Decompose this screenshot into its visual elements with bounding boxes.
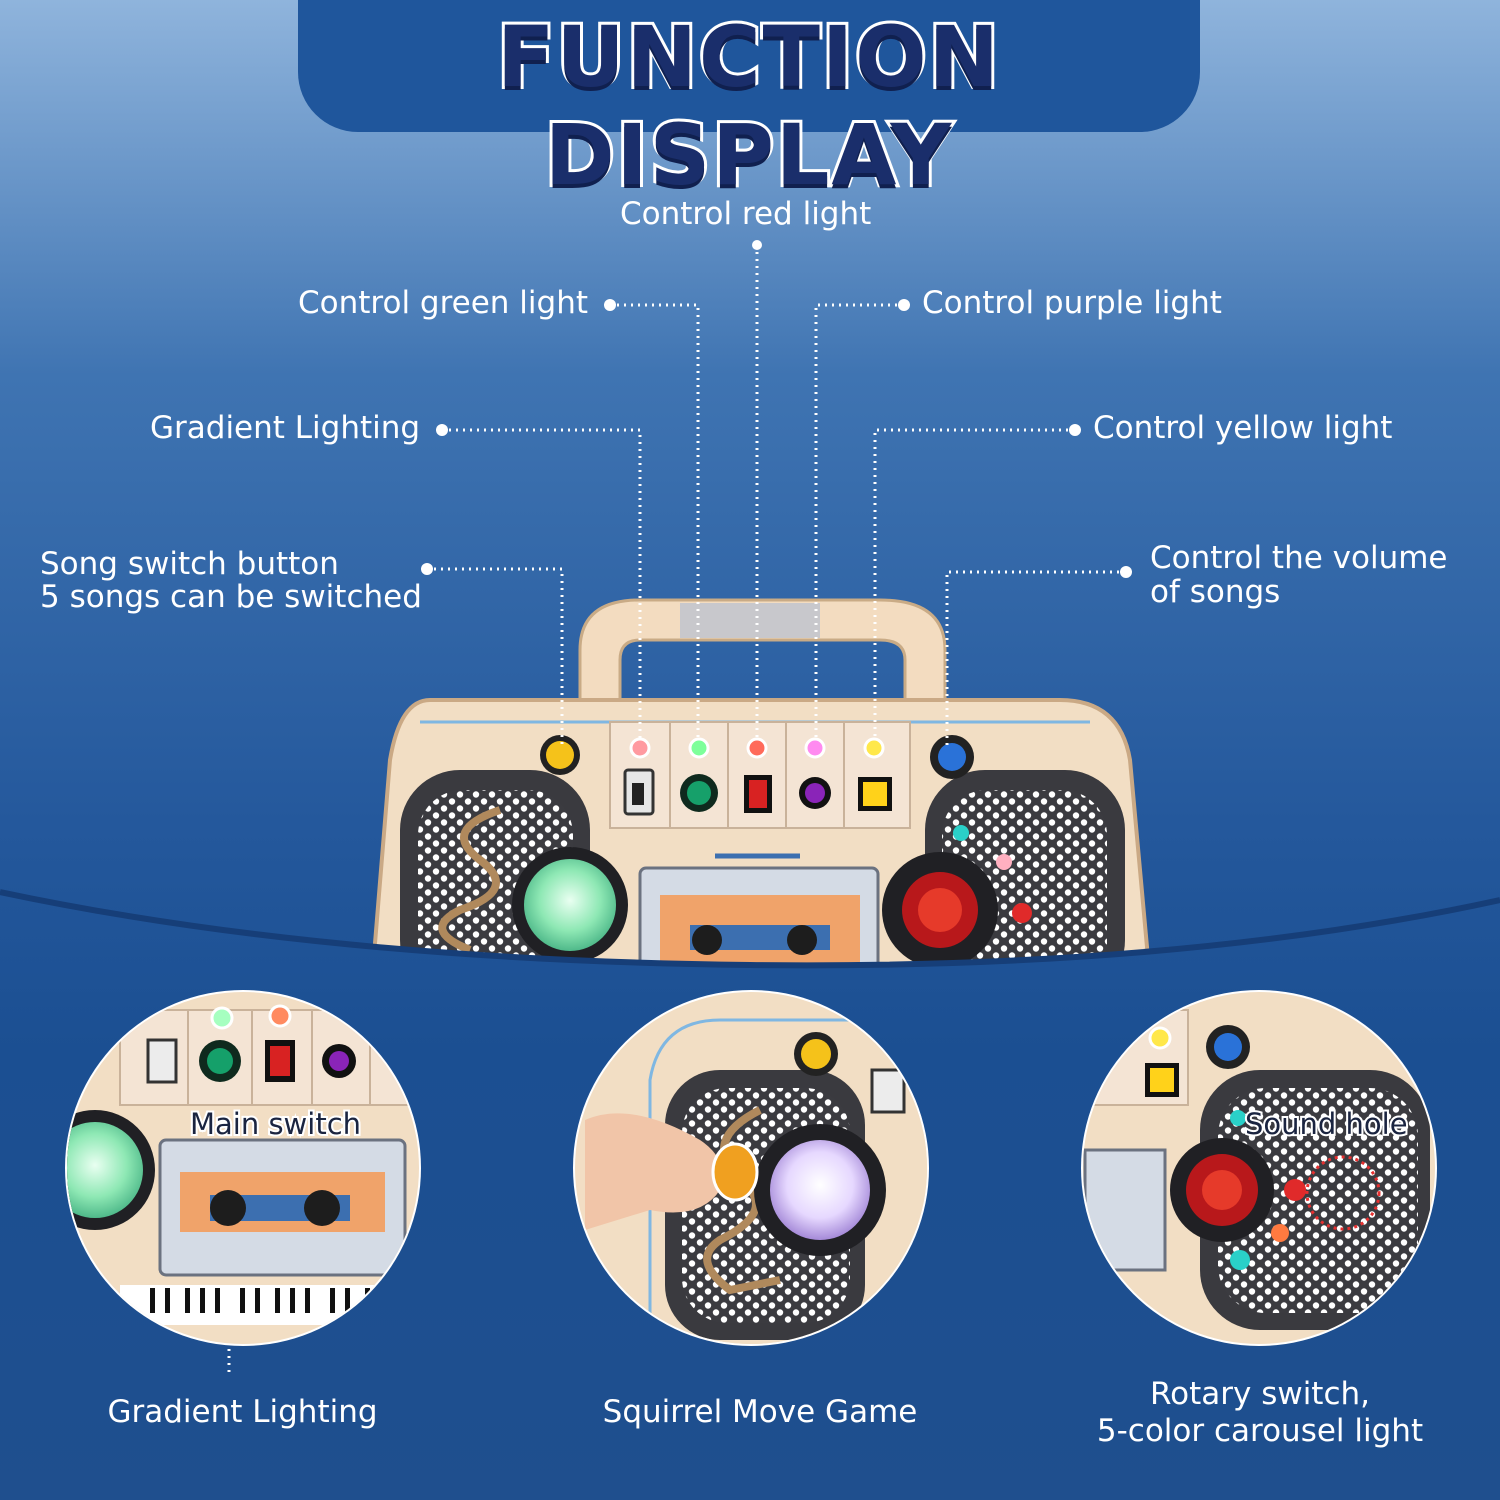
feature-gradient-lighting: Gradient Lighting bbox=[107, 1394, 378, 1430]
feature-squirrel-move-game: Squirrel Move Game bbox=[602, 1394, 918, 1430]
label-volume-line1: Control the volume bbox=[1150, 540, 1448, 576]
label-gradient-lighting: Gradient Lighting bbox=[150, 410, 421, 446]
label-control-red-light: Control red light bbox=[620, 196, 872, 232]
zoom-squirrel-game bbox=[573, 990, 929, 1346]
feature-rotary-line1: Rotary switch, bbox=[1149, 1376, 1371, 1412]
label-control-green-light: Control green light bbox=[298, 285, 589, 321]
label-control-yellow-light: Control yellow light bbox=[1093, 410, 1393, 446]
label-sound-hole: Sound hole bbox=[1243, 1105, 1410, 1143]
title-banner bbox=[298, 0, 1200, 132]
label-volume-line2: of songs bbox=[1150, 574, 1281, 610]
label-song-switch-line2: 5 songs can be switched bbox=[40, 579, 422, 615]
page-title: FUNCTION DISPLAY bbox=[494, 5, 1002, 207]
toy-radio bbox=[369, 598, 1153, 966]
label-song-switch-line1: Song switch button bbox=[40, 546, 339, 582]
label-main-switch: Main switch bbox=[188, 1105, 363, 1143]
zoom-sound-hole bbox=[1081, 990, 1437, 1346]
feature-rotary-line2: 5-color carousel light bbox=[1096, 1413, 1424, 1449]
label-control-purple-light: Control purple light bbox=[922, 285, 1222, 321]
zoom-main-switch bbox=[65, 990, 421, 1346]
